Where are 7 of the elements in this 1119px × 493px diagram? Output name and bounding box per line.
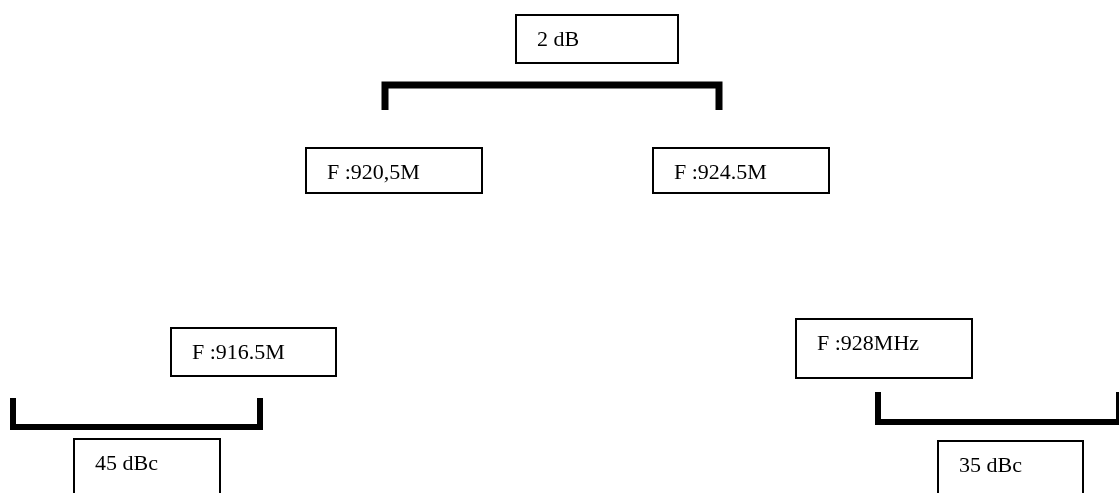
value-box: 35 dBc <box>937 440 1084 493</box>
value-box: F :928MHz <box>795 318 973 379</box>
value-box: 2 dB <box>515 14 679 64</box>
value-box: F :920,5M <box>305 147 483 194</box>
value-box: F :924.5M <box>652 147 830 194</box>
value-box: 45 dBc <box>73 438 221 493</box>
value-box: F :916.5M <box>170 327 337 377</box>
